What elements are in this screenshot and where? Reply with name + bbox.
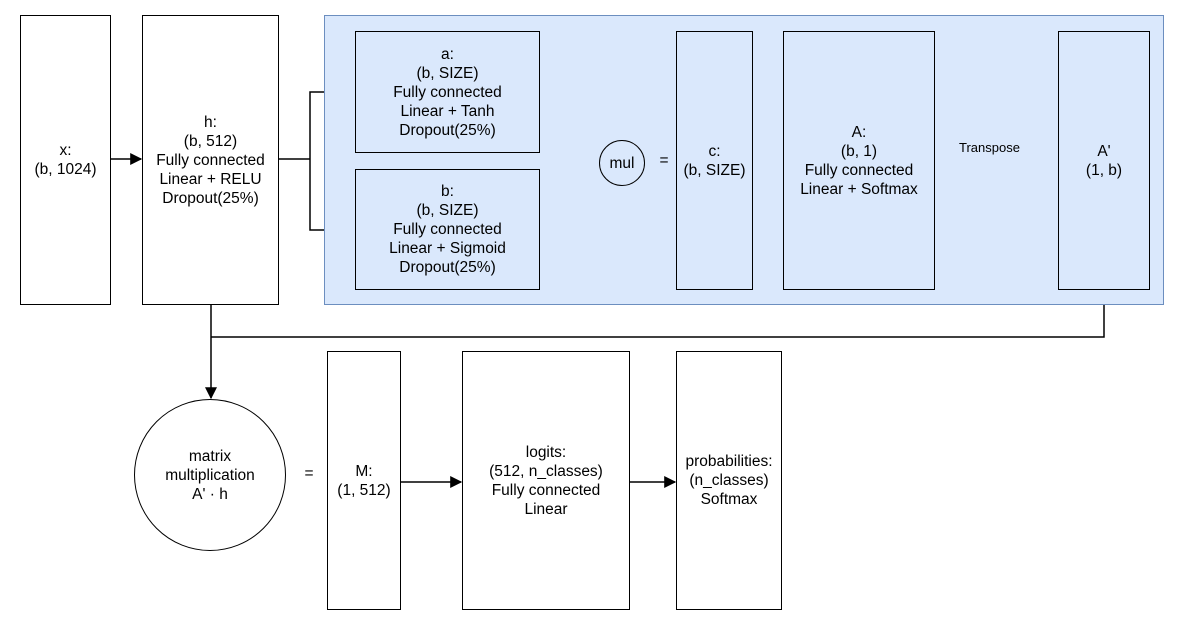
node-c: c: (b, SIZE): [676, 31, 753, 290]
node-h-line-3: Fully connected: [156, 151, 265, 169]
node-M: M: (1, 512): [327, 351, 401, 610]
node-probabilities: probabilities: (n_classes) Softmax: [676, 351, 782, 610]
node-h-line-1: h:: [204, 113, 217, 131]
node-logits-line-1: logits:: [525, 443, 567, 461]
node-h-line-4: Linear + RELU: [159, 170, 262, 188]
equals-sign-top: =: [659, 152, 669, 169]
node-a-line-4: Linear + Tanh: [400, 102, 495, 120]
node-A-line-1: A:: [851, 123, 867, 141]
node-b-line-1: b:: [441, 183, 454, 200]
node-M-line-1: M:: [355, 462, 373, 480]
node-x-line-1: x:: [59, 142, 72, 159]
node-mul-line-1: mul: [609, 154, 635, 172]
node-A-line-4: Linear + Softmax: [800, 180, 918, 198]
node-matmul-line-2: multiplication: [165, 466, 255, 484]
node-x: x: (b, 1024): [20, 15, 111, 305]
edge-label-transpose: Transpose: [959, 140, 1020, 155]
node-probs-line-2: (n_classes): [689, 472, 769, 489]
node-b-line-4: Linear + Sigmoid: [389, 240, 506, 257]
node-h-line-5: Dropout(25%): [162, 189, 259, 207]
node-a-line-3: Fully connected: [393, 83, 502, 101]
node-x-line-2: (b, 1024): [34, 161, 97, 178]
node-logits-line-3: Fully connected: [491, 481, 601, 499]
node-b-line-5: Dropout(25%): [399, 259, 496, 276]
node-h: h: (b, 512) Fully connected Linear + REL…: [142, 15, 279, 305]
node-A: A: (b, 1) Fully connected Linear + Softm…: [783, 31, 935, 290]
node-a: a: (b, SIZE) Fully connected Linear + Ta…: [355, 31, 540, 153]
node-A-transpose-line-2: (1, b): [1085, 161, 1123, 179]
node-matmul-line-3: A' · h: [192, 485, 228, 503]
node-A-line-3: Fully connected: [804, 161, 914, 179]
node-probs-line-3: Softmax: [700, 491, 758, 508]
node-M-line-2: (1, 512): [337, 481, 391, 499]
node-a-line-2: (b, SIZE): [416, 64, 479, 82]
node-b-line-2: (b, SIZE): [416, 202, 479, 219]
node-logits-line-2: (512, n_classes): [489, 462, 603, 480]
node-matmul-line-1: matrix: [188, 447, 232, 465]
node-b: b: (b, SIZE) Fully connected Linear + Si…: [355, 169, 540, 290]
node-c-line-2: (b, SIZE): [683, 161, 746, 179]
node-a-line-5: Dropout(25%): [399, 121, 496, 139]
node-A-line-2: (b, 1): [840, 142, 878, 160]
node-a-line-1: a:: [441, 45, 454, 63]
node-c-line-1: c:: [708, 142, 721, 160]
node-probs-line-1: probabilities:: [685, 453, 773, 470]
equals-sign-bottom: =: [304, 465, 314, 482]
node-mul: mul: [599, 140, 645, 186]
node-logits-line-4: Linear: [524, 500, 568, 518]
node-logits: logits: (512, n_classes) Fully connected…: [462, 351, 630, 610]
node-matrix-multiplication: matrix multiplication A' · h: [134, 399, 286, 551]
node-A-transpose-line-1: A': [1097, 142, 1111, 160]
node-h-line-2: (b, 512): [183, 132, 238, 150]
node-A-transpose: A' (1, b): [1058, 31, 1150, 290]
edge-A-transpose-down: [211, 290, 1105, 338]
node-b-line-3: Fully connected: [393, 221, 502, 238]
